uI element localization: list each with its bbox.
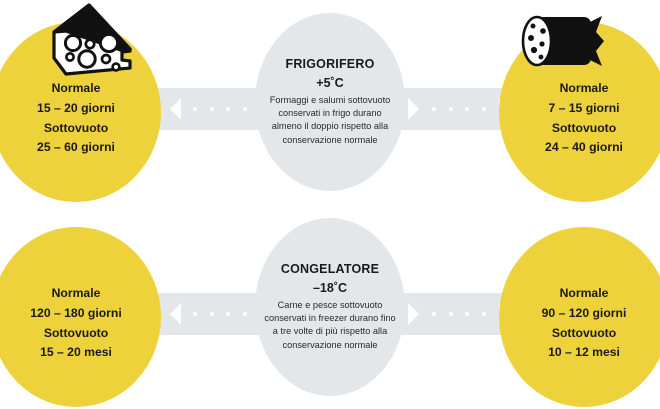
vacuum-label: Sottovuoto xyxy=(43,120,109,135)
vacuum-value: 24 – 40 giorni xyxy=(545,140,623,155)
vacuum-label: Sottovuoto xyxy=(551,325,617,340)
fridge-temperature: +5˚C xyxy=(316,75,344,90)
vacuum-label: Sottovuoto xyxy=(551,120,617,135)
row-fridge: Normale 15 – 20 giorni Sottovuoto 25 – 6… xyxy=(0,0,660,204)
normal-value: 90 – 120 giorni xyxy=(541,305,627,320)
vacuum-value: 15 – 20 mesi xyxy=(40,345,112,360)
freezer-description: Carne e pesce sottovuoto conservati in f… xyxy=(264,299,396,350)
vacuum-label: Sottovuoto xyxy=(43,325,109,340)
salami-icon xyxy=(518,11,604,73)
vacuum-value: 25 – 60 giorni xyxy=(37,140,115,155)
normal-value: 120 – 180 giorni xyxy=(30,305,122,320)
normal-label: Normale xyxy=(559,81,609,95)
product-text-cheese: Normale 15 – 20 giorni Sottovuoto 25 – 6… xyxy=(0,79,161,158)
normal-value: 15 – 20 giorni xyxy=(37,100,115,115)
fridge-title: FRIGORIFERO xyxy=(285,57,375,71)
cheese-icon xyxy=(42,2,136,76)
product-text-salami: Normale 7 – 15 giorni Sottovuoto 24 – 40… xyxy=(499,79,660,158)
product-text-meat: Normale 120 – 180 giorni Sottovuoto 15 –… xyxy=(0,284,161,363)
product-circle-meat: Normale 120 – 180 giorni Sottovuoto 15 –… xyxy=(0,227,161,407)
row-freezer: Normale 120 – 180 giorni Sottovuoto 15 –… xyxy=(0,205,660,409)
normal-value: 7 – 15 giorni xyxy=(548,100,620,115)
normal-label: Normale xyxy=(559,286,609,300)
product-circle-salami: Normale 7 – 15 giorni Sottovuoto 24 – 40… xyxy=(499,22,660,202)
center-node-fridge: FRIGORIFERO +5˚C Formaggi e salumi sotto… xyxy=(255,13,405,191)
freezer-temperature: –18˚C xyxy=(312,280,348,295)
product-text-fish: Normale 90 – 120 giorni Sottovuoto 10 – … xyxy=(499,284,660,363)
normal-label: Normale xyxy=(51,81,101,95)
fridge-description: Formaggi e salumi sottovuoto conservati … xyxy=(269,94,391,145)
vacuum-value: 10 – 12 mesi xyxy=(548,345,620,360)
center-node-freezer: CONGELATORE –18˚C Carne e pesce sottovuo… xyxy=(255,218,405,396)
freezer-title: CONGELATORE xyxy=(280,262,380,276)
normal-label: Normale xyxy=(51,286,101,300)
product-circle-fish: Normale 90 – 120 giorni Sottovuoto 10 – … xyxy=(499,227,660,407)
